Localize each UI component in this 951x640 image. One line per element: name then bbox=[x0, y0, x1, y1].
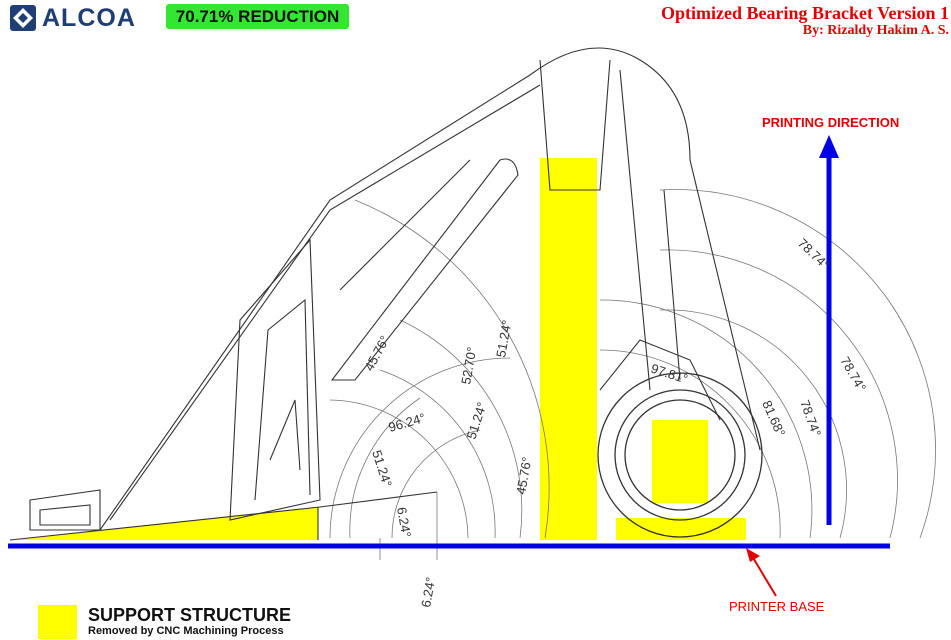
dim-label-52-70: 52.70° bbox=[458, 346, 479, 386]
alcoa-logo: ALCOA bbox=[10, 4, 136, 32]
dim-label-6-24-lower: 6.24° bbox=[418, 576, 438, 609]
bearing-outer-ring bbox=[597, 372, 763, 538]
legend-title: SUPPORT STRUCTURE bbox=[88, 605, 292, 625]
support-bearing-base bbox=[616, 518, 746, 540]
dim-label-96-24: 96.24° bbox=[387, 410, 427, 435]
alcoa-logo-icon bbox=[10, 5, 36, 31]
printing-direction-label: PRINTING DIRECTION bbox=[762, 115, 900, 130]
dim-label-81-68: 81.68° bbox=[759, 398, 788, 439]
printer-base-arrow bbox=[746, 548, 777, 597]
printer-base-label: PRINTER BASE bbox=[729, 599, 825, 614]
printing-direction-arrow bbox=[819, 135, 839, 525]
bearing bbox=[597, 372, 763, 538]
dimension-labels: 45.76° 52.70° 51.24° 96.24° 51.24° 51.24… bbox=[361, 235, 869, 608]
dim-label-45-76-upper: 45.76° bbox=[361, 333, 392, 373]
bearing-inner-ring bbox=[624, 399, 736, 511]
legend-subtitle: Removed by CNC Machining Process bbox=[88, 625, 284, 637]
dim-label-78-74-middle: 78.74° bbox=[837, 354, 869, 394]
dim-label-78-74-lower: 78.74° bbox=[797, 398, 824, 439]
dim-label-51-24-upper: 51.24° bbox=[493, 319, 514, 359]
legend-swatch bbox=[38, 605, 77, 639]
logo-text: ALCOA bbox=[42, 3, 136, 32]
dim-label-51-24-lower: 51.24° bbox=[369, 448, 395, 489]
support-column bbox=[540, 158, 597, 540]
dim-label-45-76-lower: 45.76° bbox=[513, 456, 534, 496]
reduction-badge: 70.71% REDUCTION bbox=[166, 4, 349, 29]
author-text: By: Rizaldy Hakim A. S. bbox=[802, 23, 949, 38]
bearing-middle-ring bbox=[614, 389, 746, 521]
dim-label-97-81: 97.81° bbox=[649, 361, 690, 387]
dim-label-6-24-right: 6.24° bbox=[394, 506, 414, 539]
dimension-arcs bbox=[329, 189, 936, 560]
title-text: Optimized Bearing Bracket Version 1 bbox=[661, 3, 949, 23]
support-bearing-core bbox=[652, 420, 708, 503]
bracket-outline bbox=[9, 47, 761, 541]
dim-label-51-24-middle: 51.24° bbox=[464, 400, 490, 441]
page-title: Optimized Bearing Bracket Version 1 By: … bbox=[661, 4, 949, 40]
